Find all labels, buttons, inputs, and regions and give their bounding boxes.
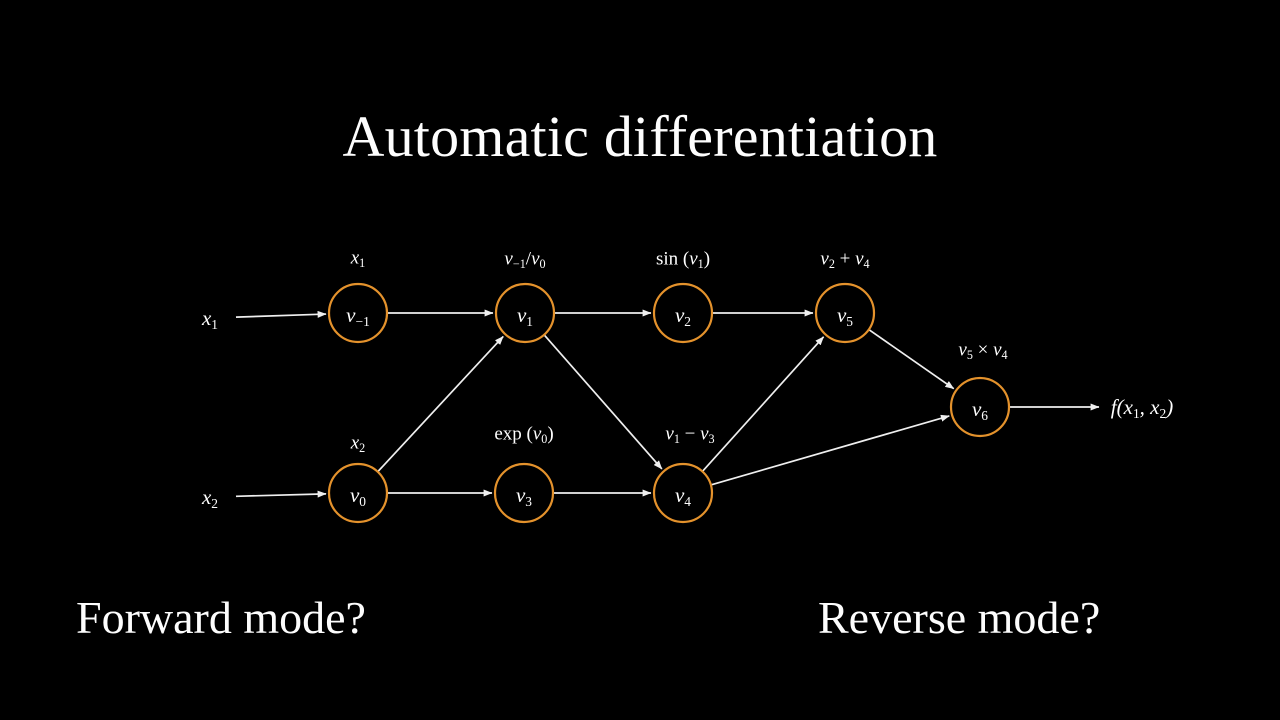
node-v-minus-1-circle bbox=[327, 282, 389, 344]
edge-x2-to-v0 bbox=[235, 490, 327, 498]
node-v3-circle bbox=[493, 462, 555, 524]
reverse-mode-question: Reverse mode? bbox=[818, 592, 1101, 643]
node-v2-label: v2 bbox=[674, 303, 692, 329]
edge-v4-to-v6 bbox=[710, 414, 950, 486]
node-v0-circle bbox=[327, 462, 389, 524]
node-v1-label: v1 bbox=[516, 303, 534, 329]
node-v1-circle bbox=[494, 282, 556, 344]
edge-layer bbox=[235, 309, 1100, 498]
node-v6-operation-label: v5 × v4 bbox=[958, 339, 1008, 362]
node-v2-circle bbox=[652, 282, 714, 344]
node-v6-circle bbox=[949, 376, 1011, 438]
node-v0-operation-label: x2 bbox=[350, 432, 366, 455]
node-v5-label: v5 bbox=[836, 303, 854, 329]
node-v4-circle bbox=[652, 462, 714, 524]
node-v-minus-1-label: v−1 bbox=[346, 303, 370, 329]
edge-v4-to-v5 bbox=[701, 336, 825, 473]
edge-v0-to-v1 bbox=[377, 335, 504, 473]
node-v5-circle bbox=[814, 282, 876, 344]
edge-v5-to-v6 bbox=[868, 328, 955, 390]
node-v1-operation-label: v−1/v0 bbox=[504, 248, 546, 271]
node-layer bbox=[327, 282, 1011, 524]
node-v3-operation-label: exp (v0) bbox=[494, 423, 554, 446]
forward-mode-question: Forward mode? bbox=[76, 592, 366, 643]
node-v3-label: v3 bbox=[515, 483, 533, 509]
node-v6-label: v6 bbox=[971, 397, 989, 423]
node-v4-label: v4 bbox=[674, 483, 692, 509]
x1-input-label: x1 bbox=[201, 306, 219, 332]
node-v-minus-1-operation-label: x1 bbox=[350, 247, 366, 270]
node-v5-operation-label: v2 + v4 bbox=[820, 248, 870, 271]
node-v2-operation-label: sin (v1) bbox=[655, 248, 711, 271]
edge-x1-to-v-1 bbox=[235, 310, 327, 318]
page-title: Automatic differentiation bbox=[342, 104, 938, 169]
node-v0-label: v0 bbox=[349, 483, 367, 509]
node-v4-operation-label: v1 − v3 bbox=[665, 423, 715, 446]
x2-input-label: x2 bbox=[201, 485, 219, 511]
f-output-label: f(x1, x2) bbox=[1110, 395, 1174, 421]
edge-v1-to-v4 bbox=[543, 334, 663, 470]
